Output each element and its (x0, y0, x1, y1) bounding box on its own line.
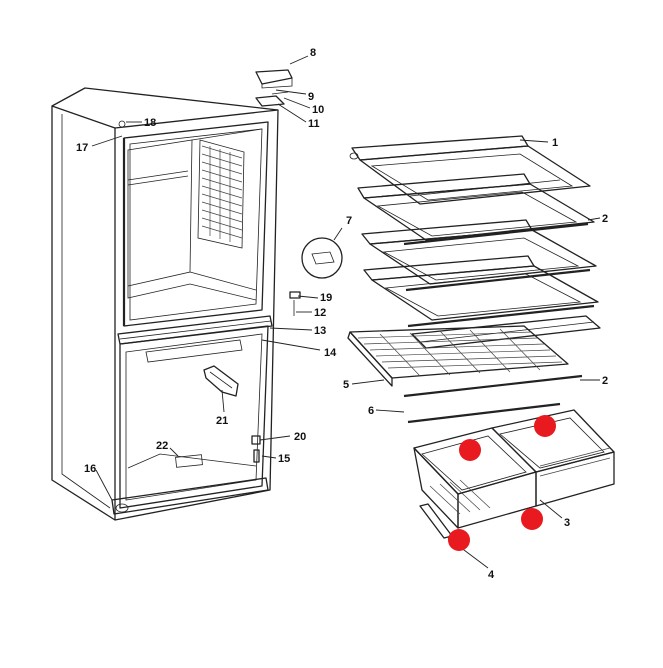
label-19: 19 (320, 292, 332, 304)
marker-dot (521, 508, 543, 530)
marker-dot (448, 529, 470, 551)
evaporator-grid (201, 145, 243, 242)
label-21: 21 (216, 415, 228, 427)
highlight-markers (448, 415, 556, 551)
label-15: 15 (278, 453, 290, 465)
grid-shelf-hatch (357, 328, 563, 377)
label-11: 11 (308, 118, 320, 130)
shelf-assembly (301, 135, 615, 539)
label-17: 17 (76, 142, 88, 154)
label-3: 3 (564, 517, 570, 529)
marker-dot (459, 439, 481, 461)
label-9: 9 (308, 91, 314, 103)
label-8: 8 (310, 47, 316, 59)
label-1: 1 (552, 137, 558, 149)
label-6: 6 (368, 405, 374, 417)
fridge-cabinet (51, 69, 301, 521)
label-7: 7 (346, 215, 352, 227)
label-18: 18 (144, 117, 156, 129)
label-2-upper: 2 (602, 213, 608, 225)
label-12: 12 (314, 307, 326, 319)
label-5: 5 (343, 379, 349, 391)
label-20: 20 (294, 431, 306, 443)
label-10: 10 (312, 104, 324, 116)
label-16: 16 (84, 463, 96, 475)
label-13: 13 (314, 325, 326, 337)
part-number-labels: 1 2 2 3 4 5 6 7 8 9 10 11 12 13 14 15 16… (76, 47, 608, 581)
label-22: 22 (156, 440, 168, 452)
marker-dot (534, 415, 556, 437)
label-2-lower: 2 (602, 375, 608, 387)
label-14: 14 (324, 347, 337, 359)
label-4: 4 (488, 569, 495, 581)
crisper-ribs (429, 447, 611, 515)
